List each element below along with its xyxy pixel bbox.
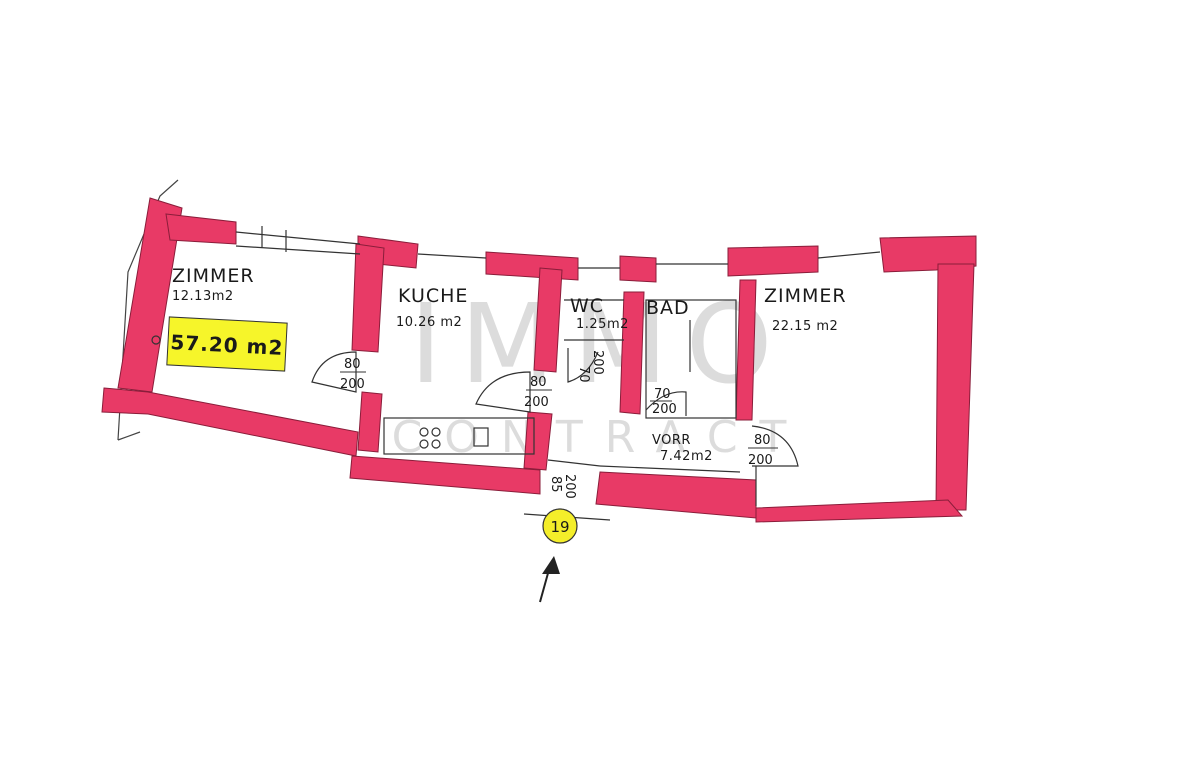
door-4-width: 70 [654, 387, 671, 402]
wall-kitchen-top [485, 251, 579, 281]
door-1-width: 80 [344, 357, 361, 372]
entrance-arrow-icon [539, 556, 560, 603]
room-name-zimmer-right: ZIMMER [764, 285, 847, 307]
room-labels: ZIMMER 12.13m2 KUCHE 10.26 m2 WC 1.25m2 … [172, 265, 847, 464]
wall-bottom-right [755, 499, 964, 523]
door-swings [311, 348, 799, 506]
wall-right [935, 263, 975, 511]
entrance-badge [542, 508, 578, 544]
door-dim-5: 80 200 [748, 433, 778, 468]
wall-kitchen-bottom [349, 455, 541, 495]
wall-top-left [165, 213, 237, 245]
entrance-number: 19 [550, 518, 569, 536]
total-area-label: 57.20 m2 [170, 330, 284, 360]
door-dim-1: 80 200 [340, 357, 366, 392]
watermark-line1: IMMO [410, 280, 791, 408]
wall-partition-2b [523, 411, 553, 471]
door-dim-2: 80 200 [524, 375, 552, 410]
interior-lines [235, 226, 881, 521]
room-area-vorr: 7.42m2 [660, 449, 713, 464]
door-4-height: 200 [652, 402, 677, 417]
wall-partition-1b [357, 391, 383, 453]
door-2-height: 200 [524, 395, 549, 410]
wall-bath-left [619, 291, 645, 415]
wall-bottom-left [101, 387, 359, 457]
door-3-width: 70 [576, 366, 591, 383]
door-5-height: 200 [748, 453, 773, 468]
door-dim-4: 70 200 [650, 387, 677, 417]
wall-top-right-a [727, 245, 819, 277]
room-name-zimmer-left: ZIMMER [172, 265, 255, 287]
wall-partition-1 [351, 243, 385, 353]
room-name-vorr: VORR [652, 433, 691, 448]
wall-partition-2 [533, 267, 563, 373]
door-3-height: 200 [590, 350, 605, 375]
fixture-icon [151, 335, 161, 345]
watermark: IMMO CONTRACT [392, 280, 791, 463]
door-1-height: 200 [340, 377, 365, 392]
door-6-width: 85 [548, 476, 563, 493]
entrance-marker: 19 [539, 508, 578, 603]
room-area-wc: 1.25m2 [576, 317, 629, 332]
wall-hall-bottom [595, 471, 757, 519]
room-area-zimmer-left: 12.13m2 [172, 289, 234, 304]
door-dimensions: 80 200 80 200 70 200 70 200 80 200 85 20… [340, 350, 778, 499]
room-name-wc: WC [570, 295, 604, 317]
door-6-height: 200 [562, 474, 577, 499]
wall-left [117, 197, 183, 393]
room-area-kuche: 10.26 m2 [396, 315, 462, 330]
door-2-width: 80 [530, 375, 547, 390]
wall-wc-top [619, 255, 657, 283]
walls [101, 197, 977, 523]
door-dim-3: 70 200 [576, 350, 605, 383]
kitchen-counter [383, 417, 535, 455]
door-dim-6: 85 200 [548, 474, 577, 499]
room-name-kuche: KUCHE [398, 285, 468, 307]
wall-partition-3 [735, 279, 757, 421]
room-area-zimmer-right: 22.15 m2 [772, 319, 838, 334]
door-5-width: 80 [754, 433, 771, 448]
total-area-highlight: 57.20 m2 [166, 316, 288, 372]
room-name-bad: BAD [646, 297, 690, 319]
